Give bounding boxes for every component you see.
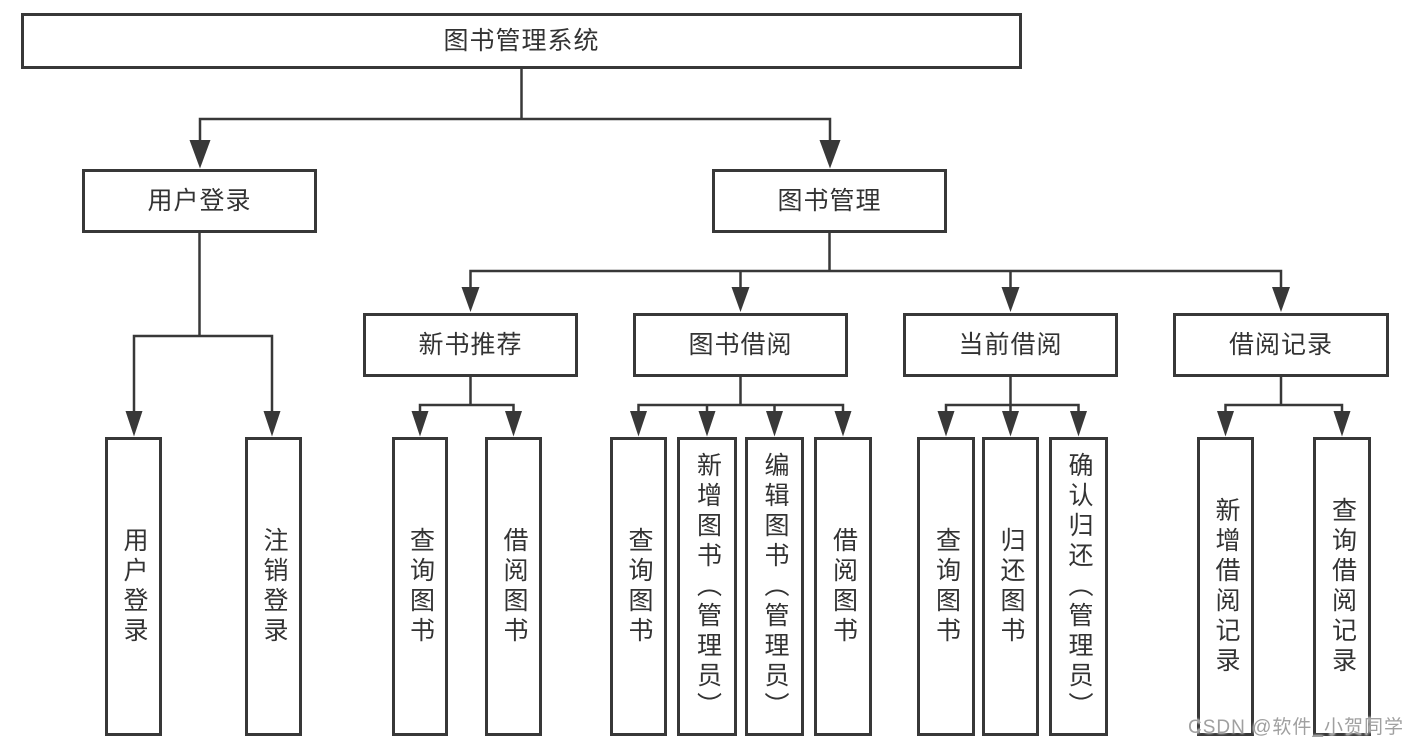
node-current-borrowing: 当前借阅 [903, 313, 1118, 377]
leaf-query-books-current: 查询图书 [917, 437, 975, 736]
node-label: 新增借阅记录 [1212, 496, 1240, 677]
node-label: 借阅图书 [829, 526, 858, 647]
node-label: 用户登录 [147, 186, 252, 215]
node-label: 图书借阅 [688, 330, 793, 359]
node-label: 图书管理 [777, 186, 882, 215]
node-label: 归还图书 [997, 526, 1025, 647]
leaf-edit-book-admin: 编辑图书（管理员） [745, 437, 804, 736]
node-label: 查询图书 [932, 526, 961, 647]
node-label: 图书管理系统 [443, 26, 600, 55]
leaf-confirm-return-admin: 确认归还（管理员） [1049, 437, 1108, 736]
node-label: 当前借阅 [958, 330, 1063, 359]
leaf-query-books-recommend: 查询图书 [392, 437, 448, 736]
leaf-return-book: 归还图书 [982, 437, 1039, 736]
leaf-logout: 注销登录 [245, 437, 302, 736]
node-label: 确认归还（管理员） [1065, 451, 1093, 722]
node-book-borrowing: 图书借阅 [633, 313, 848, 377]
node-label: 借阅记录 [1228, 330, 1333, 359]
node-root-library-system: 图书管理系统 [21, 13, 1022, 69]
node-label: 查询图书 [406, 526, 435, 647]
node-label: 查询借阅记录 [1328, 496, 1357, 677]
node-label: 编辑图书（管理员） [761, 451, 789, 722]
node-label: 查询图书 [625, 526, 653, 647]
leaf-user-login: 用户登录 [105, 437, 162, 736]
leaf-borrow-books-borrowing: 借阅图书 [814, 437, 872, 736]
leaf-query-books-borrowing: 查询图书 [610, 437, 667, 736]
node-borrowing-records: 借阅记录 [1173, 313, 1389, 377]
node-label: 新书推荐 [418, 330, 523, 359]
leaf-add-borrow-record: 新增借阅记录 [1197, 437, 1254, 736]
node-book-management: 图书管理 [712, 169, 947, 233]
node-new-book-recommendation: 新书推荐 [363, 313, 578, 377]
node-user-login: 用户登录 [82, 169, 317, 233]
node-label: 借阅图书 [500, 526, 528, 647]
leaf-add-book-admin: 新增图书（管理员） [677, 437, 737, 736]
csdn-watermark: CSDN @软件_小贺同学 [1188, 717, 1404, 738]
leaf-query-borrow-record: 查询借阅记录 [1313, 437, 1371, 736]
node-label: 注销登录 [260, 526, 288, 647]
leaf-borrow-books-recommend: 借阅图书 [485, 437, 542, 736]
node-label: 新增图书（管理员） [693, 451, 722, 722]
node-label: 用户登录 [120, 526, 148, 647]
